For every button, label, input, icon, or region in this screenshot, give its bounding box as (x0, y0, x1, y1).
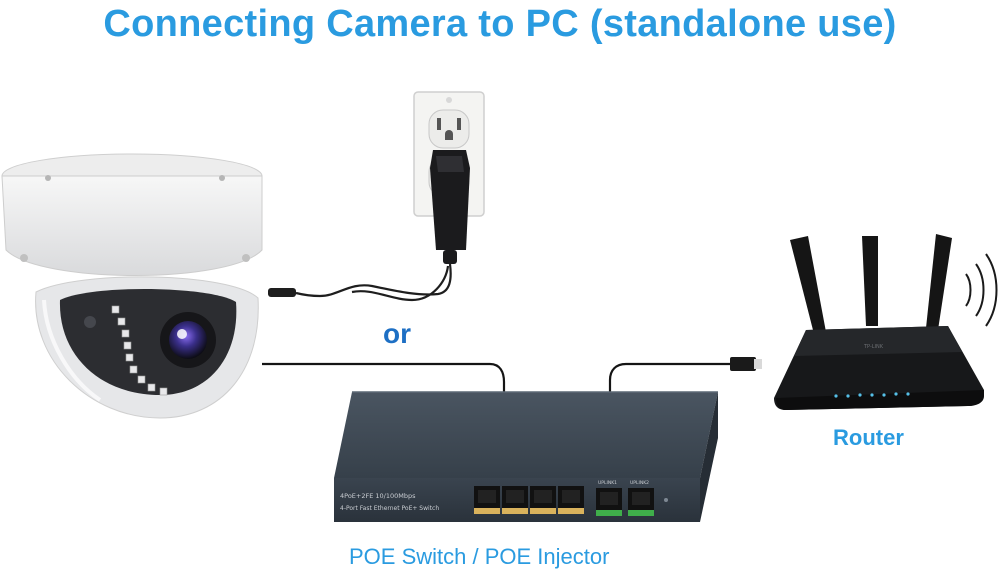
router-label: Router (833, 425, 904, 450)
or-label: or (383, 318, 411, 349)
router-brand: TP-LINK (863, 344, 884, 350)
power-cable (268, 263, 452, 302)
wifi-router-icon: TP-LINK (774, 234, 984, 410)
uplink1-label: UPLINK1 (598, 480, 617, 486)
poe-switch-label: POE Switch / POE Injector (349, 544, 610, 569)
uplink2-label: UPLINK2 (630, 480, 649, 486)
power-adapter-icon (430, 150, 470, 264)
dome-camera-icon (1, 153, 263, 419)
switch-panel-line2: 4-Port Fast Ethernet PoE+ Switch (340, 505, 439, 512)
poe-switch-icon: 4PoE+2FE 10/100Mbps 4-Port Fast Ethernet… (334, 391, 718, 522)
switch-panel-line1: 4PoE+2FE 10/100Mbps (340, 492, 416, 500)
poe-ports (474, 486, 584, 514)
wifi-signal-icon (965, 253, 998, 327)
diagram-title: Connecting Camera to PC (standalone use) (103, 3, 897, 45)
uplink-ports: UPLINK1 UPLINK2 (596, 480, 654, 516)
